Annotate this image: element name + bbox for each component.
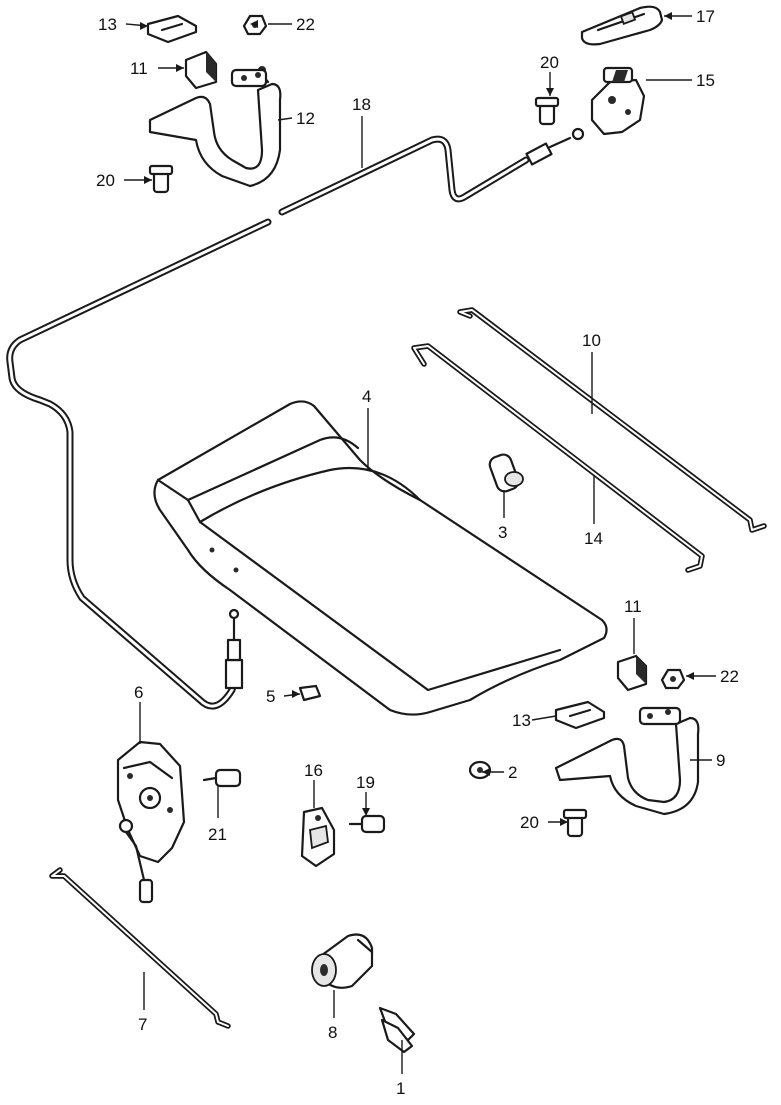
lock-rod-7 [49, 867, 231, 1029]
hinge-12 [148, 66, 282, 188]
trunk-lid [153, 400, 608, 716]
callout-20-lower: 20 [520, 813, 539, 832]
clip-13-lower [554, 700, 606, 730]
callout-18: 18 [352, 95, 371, 114]
callout-20-left: 20 [96, 171, 115, 190]
hinge-9 [554, 706, 700, 816]
callout-4: 4 [362, 387, 371, 406]
torsion-bar-14 [411, 343, 705, 573]
trunk-lock-6 [116, 740, 186, 904]
bolt-20-left [148, 164, 174, 194]
trunk-release-cable [6, 127, 585, 710]
grommet-5 [298, 684, 322, 702]
callout-22-lower: 22 [720, 667, 739, 686]
callout-5: 5 [266, 687, 275, 706]
nut-22-lower [660, 668, 686, 690]
callout-12: 12 [296, 109, 315, 128]
callout-3: 3 [498, 523, 507, 542]
bushing-3 [488, 453, 524, 493]
cushion-11-upper [184, 50, 218, 90]
callout-21: 21 [208, 825, 227, 844]
callout-8: 8 [328, 1023, 337, 1042]
callout-13-upper: 13 [98, 15, 117, 34]
callout-7: 7 [138, 1015, 147, 1034]
callout-19: 19 [356, 773, 375, 792]
bolt-21 [202, 768, 242, 788]
callout-1: 1 [396, 1079, 405, 1098]
bolt-20-upper [534, 96, 560, 126]
callout-2: 2 [508, 763, 517, 782]
lock-cover-17 [580, 5, 664, 46]
callout-22-upper: 22 [296, 15, 315, 34]
bolt-19 [348, 814, 386, 834]
clip-13-upper [146, 14, 198, 44]
retainer-clip-1 [378, 1006, 416, 1054]
torsion-bar-10 [457, 307, 767, 533]
callout-15: 15 [696, 71, 715, 90]
callout-labels: 13 22 11 12 20 18 20 17 15 10 4 3 14 11 … [96, 7, 739, 1098]
leader-lines [124, 12, 716, 1074]
callout-14: 14 [584, 529, 603, 548]
callout-13-lower: 13 [512, 711, 531, 730]
callout-10: 10 [582, 331, 601, 350]
latch-striker-15 [590, 66, 646, 136]
callout-6: 6 [134, 683, 143, 702]
callout-9: 9 [716, 751, 725, 770]
bolt-20-lower [562, 808, 588, 838]
callout-11-lower: 11 [624, 597, 642, 616]
callout-17: 17 [696, 7, 715, 26]
cushion-11-lower [616, 654, 648, 692]
callout-11-upper: 11 [130, 59, 148, 78]
bracket-16 [300, 806, 336, 868]
callout-20-upper: 20 [540, 53, 559, 72]
key-cylinder-8 [311, 933, 374, 989]
callout-16: 16 [304, 761, 323, 780]
